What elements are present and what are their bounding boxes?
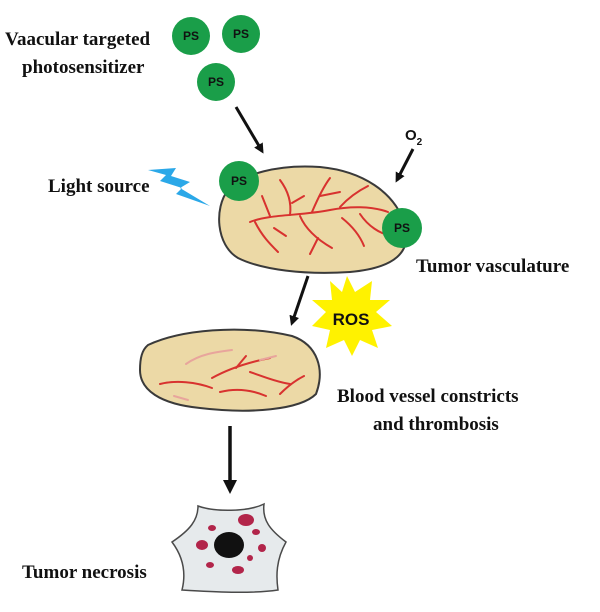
- necrotic-cell: [170, 502, 287, 594]
- ps-label: PS: [233, 27, 249, 41]
- ps-molecule-bound: PS: [382, 208, 422, 248]
- photosensitizer-label-line1: Vaacular targeted: [5, 29, 151, 50]
- constricted-tumor-shape: [138, 328, 321, 412]
- ps-label: PS: [208, 75, 224, 89]
- vessel-constrict-label-line2: and thrombosis: [373, 414, 499, 435]
- ros-burst: ROS: [312, 276, 392, 356]
- lightning-icon: [148, 168, 210, 206]
- constricted-vessels: [159, 349, 305, 401]
- photosensitizer-label-line2: photosensitizer: [22, 57, 145, 78]
- tumor-vasculature-shape: [218, 165, 408, 274]
- tumor-necrosis-label: Tumor necrosis: [22, 562, 147, 583]
- light-source-label: Light source: [48, 176, 150, 197]
- arrow-tumor-to-vessel: [289, 275, 310, 326]
- ps-label: PS: [231, 174, 247, 188]
- tumor-vasculature-label: Tumor vasculature: [416, 256, 569, 277]
- vessel-constrict-label-line1: Blood vessel constricts: [337, 386, 519, 407]
- nucleus: [214, 532, 244, 558]
- ps-molecule: PS: [222, 15, 260, 53]
- organelles: [196, 514, 266, 574]
- arrow-ps-to-tumor: [234, 106, 264, 154]
- blood-vessels: [249, 177, 393, 255]
- ps-label: PS: [183, 29, 199, 43]
- ros-label: ROS: [333, 310, 370, 329]
- oxygen-label: O2: [405, 127, 423, 148]
- ps-molecule-bound: PS: [219, 161, 259, 201]
- ps-molecule: PS: [197, 63, 235, 101]
- ps-label: PS: [394, 221, 410, 235]
- arrow-oxygen: [395, 148, 415, 183]
- ps-molecule: PS: [172, 17, 210, 55]
